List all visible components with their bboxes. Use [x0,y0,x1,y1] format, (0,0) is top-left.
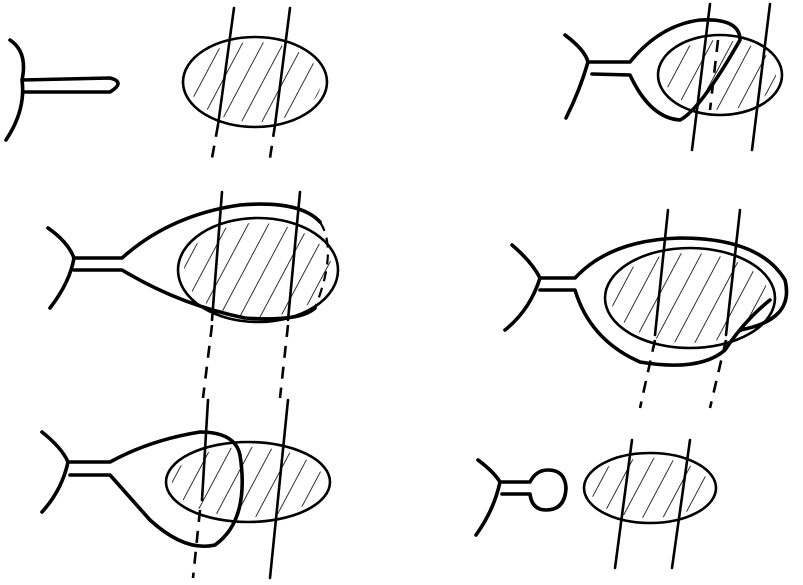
band-disk-6 [476,460,566,535]
disk-hatch-6 [590,458,710,518]
strand-a-below-3 [203,325,212,398]
disk-hatch-3 [184,223,332,317]
panel-3 [48,192,338,398]
panel-5 [42,400,330,578]
band-trivalent-1 [6,40,118,140]
strand-b-below-4 [710,340,726,408]
disk-hatch-1 [189,42,321,122]
panel-1 [6,8,327,158]
strand-b-below-3 [280,325,288,398]
panel-4 [505,210,787,408]
strand-a-below-1 [212,125,218,158]
panel-6 [476,440,716,568]
panel-2 [565,4,782,150]
disk-hatch-5 [172,447,324,517]
strand-b-below-1 [270,125,275,158]
strand-a-below-4 [640,340,655,408]
